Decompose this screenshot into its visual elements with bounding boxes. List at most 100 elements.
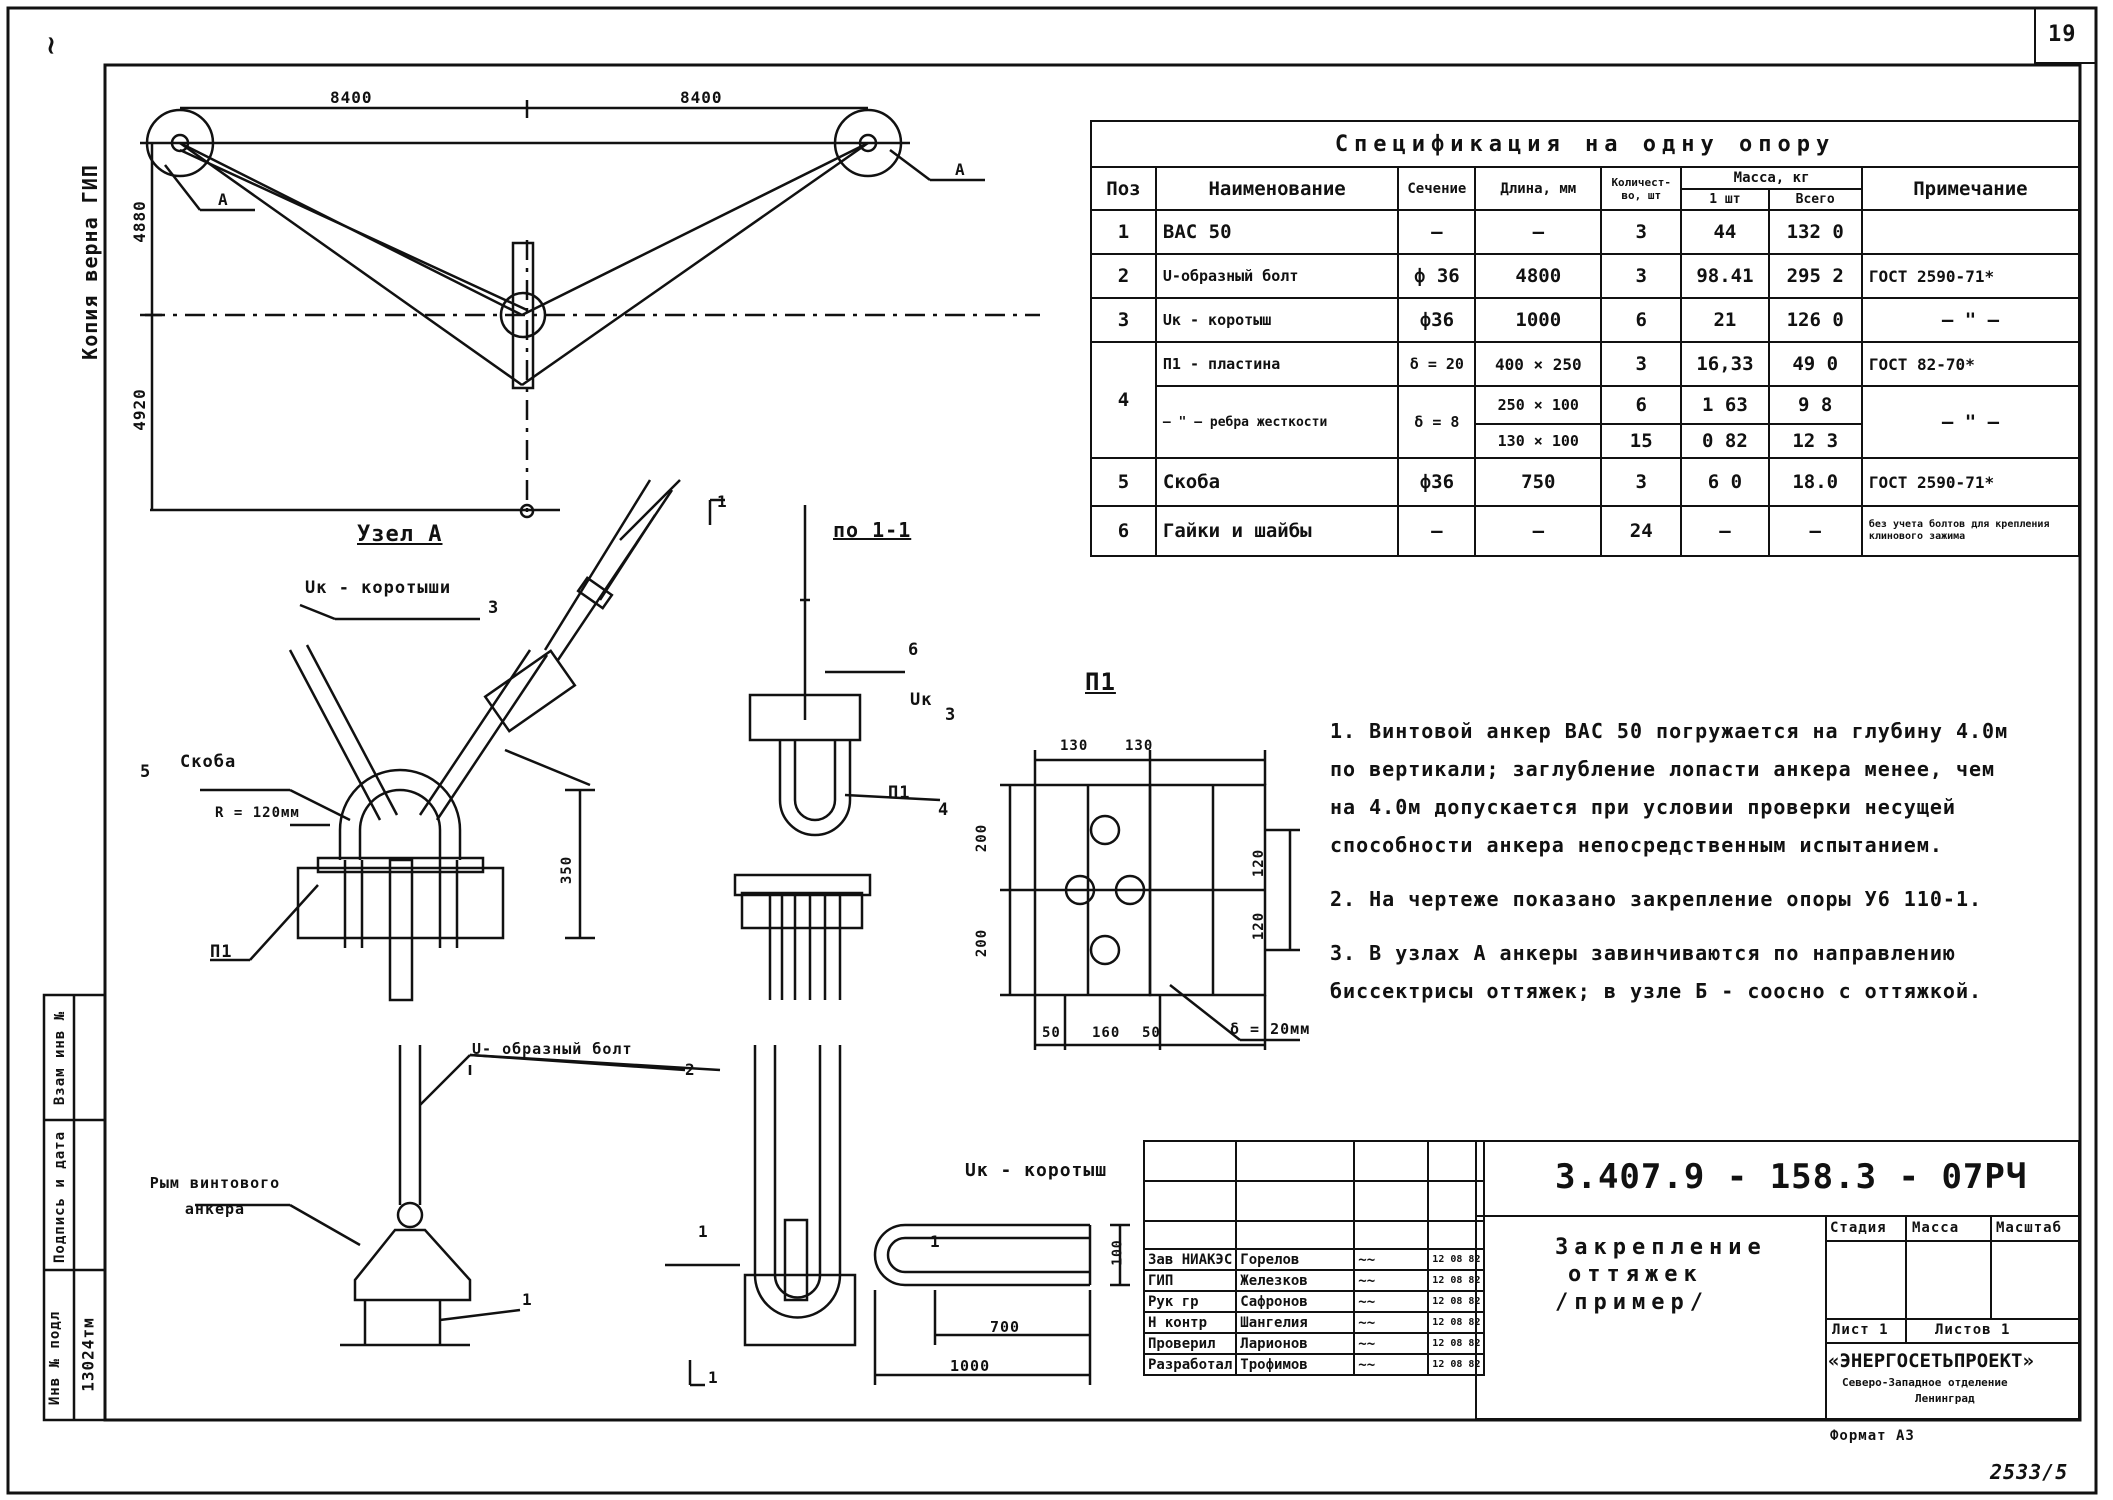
person-date: 12 08 82 [1427, 1332, 1486, 1355]
cell: 3 [1090, 297, 1157, 343]
node-a-pos5: 5 [140, 762, 152, 782]
person-role: Н контр [1142, 1311, 1238, 1334]
short-detail-dim-700: 700 [990, 1318, 1021, 1336]
sheets-label: Листов 1 [1935, 1322, 2011, 1338]
plate-dim-200b: 200 [974, 928, 991, 958]
section-plate: П1 [888, 783, 911, 803]
person-signature: ~~ [1353, 1311, 1430, 1334]
stamp-sign-date-label: Подпись и дата [52, 1130, 68, 1263]
cell: 5 [1090, 457, 1157, 507]
cell: 4800 [1474, 253, 1603, 299]
node-a-skoba: Скоба [180, 752, 237, 772]
dim-8400-left: 8400 [330, 88, 373, 107]
person-date: 12 08 82 [1427, 1311, 1486, 1334]
section-uk: Uк [910, 690, 933, 710]
node-a-radius: R = 120мм [215, 805, 300, 821]
plate-dim-130a: 130 [1060, 738, 1089, 754]
plate-dim-120a: 120 [1251, 848, 1268, 878]
spec-h-section: Сечение [1397, 166, 1477, 211]
cell: 49 0 [1767, 341, 1863, 387]
spec-h-mass: Масса, кг [1680, 166, 1863, 190]
note-item: 2. На чертеже показано закрепление опоры… [1330, 887, 1983, 911]
short-detail-title: Uк - коротыш [965, 1160, 1108, 1181]
plate-dim-130b: 130 [1125, 738, 1154, 754]
cell: 1 63 [1680, 385, 1770, 425]
title-block-divider [1475, 1215, 2080, 1217]
cell: 750 [1474, 457, 1603, 507]
cell: 18.0 [1767, 457, 1863, 507]
plate-title: П1 [1085, 668, 1116, 696]
person-role: Рук гр [1142, 1290, 1238, 1313]
node-a-short-label: Uк - коротыши [305, 578, 452, 598]
cell: ф36 [1397, 457, 1477, 507]
cell: 400 × 250 [1474, 341, 1603, 387]
table-row: 2 U-образный болт ф 36 4800 3 98.41 295 … [1090, 253, 2081, 299]
person-name: Ларионов [1235, 1332, 1356, 1355]
person-date: 12 08 82 [1427, 1269, 1486, 1292]
person-name: Трофимов [1235, 1353, 1356, 1376]
stamp-inv-podl-value: 13024тм [78, 1317, 98, 1392]
node-a-title: Узел А [357, 522, 443, 547]
cell: 12 3 [1767, 423, 1863, 459]
person-role: Зав НИАКЭС [1142, 1248, 1238, 1271]
eye-label: Рым винтового анкера [149, 1174, 281, 1218]
cell: — " — [1860, 297, 2081, 343]
cell: ГОСТ 2590-71* [1860, 457, 2081, 507]
ubolt-pos2: 2 [685, 1060, 696, 1079]
label-a-left: А [218, 190, 229, 209]
copy-verified-label: Копия верна ГИП [78, 164, 102, 360]
dim-4920: 4920 [129, 388, 149, 431]
spec-h-pos: Поз [1090, 166, 1157, 211]
cell: — [1397, 505, 1477, 557]
title-block-divider-v3 [1990, 1215, 1992, 1318]
cell: Uк - коротыш [1154, 297, 1400, 343]
cell: 6 0 [1680, 457, 1770, 507]
cell: 3 [1600, 209, 1683, 255]
table-row: — " — ребра жесткости δ = 8 250 × 100 6 … [1091, 385, 2081, 459]
ubolt-label: U- образный болт [472, 1040, 633, 1058]
cell: δ = 8 [1397, 385, 1477, 459]
cell: 130 × 100 [1474, 423, 1603, 459]
spec-title: Спецификация на одну опору [1090, 120, 2080, 168]
cell: — [1474, 209, 1603, 255]
node-a-plate: П1 [210, 942, 233, 962]
person-role: Проверил [1142, 1332, 1238, 1355]
cell: 3 [1600, 341, 1683, 387]
table-row: 4 П1 - пластина δ = 20 400 × 250 3 16,33… [1090, 341, 2081, 459]
cell: 16,33 [1680, 341, 1770, 387]
cell: 250 × 100 [1474, 385, 1603, 425]
person-signature: ~~ [1353, 1332, 1430, 1355]
doc-name-line2: оттяжек [1568, 1262, 1703, 1287]
cell: U-образный болт [1154, 253, 1400, 299]
section-cut-mark: 1 [717, 492, 728, 511]
cell: 132 0 [1767, 209, 1863, 255]
plate-dim-120b: 120 [1251, 911, 1268, 941]
doc-name-line1: Закрепление [1555, 1235, 1767, 1260]
title-block-divider-h3 [1825, 1318, 2080, 1320]
short-detail-dim-1000: 1000 [950, 1357, 991, 1375]
cell: 126 0 [1767, 297, 1863, 343]
plate-dim-200a: 200 [974, 823, 991, 853]
person-name: Горелов [1235, 1248, 1356, 1271]
person-name: Сафронов [1235, 1290, 1356, 1313]
cell: — [1474, 505, 1603, 557]
cell: 3 [1600, 457, 1683, 507]
cell: 1 [1090, 209, 1157, 255]
cell: 1000 [1474, 297, 1603, 343]
plate-dim-50b: 50 [1142, 1025, 1161, 1041]
cell: ф36 [1397, 297, 1477, 343]
table-row: 6 Гайки и шайбы — — 24 — — без учета бол… [1090, 505, 2081, 557]
section-pos3: 3 [945, 705, 957, 725]
cell: Гайки и шайбы [1154, 505, 1400, 557]
short-detail-dim-100: 100 [1110, 1239, 1126, 1266]
dim-8400-right: 8400 [680, 88, 723, 107]
cell: ГОСТ 82-70* [1860, 341, 2081, 387]
title-block-divider-h4 [1825, 1342, 2080, 1344]
node-a-pos3: 3 [488, 598, 500, 618]
general-notes: 1. Винтовой анкер ВАС 50 погружается на … [1330, 712, 2030, 1026]
cell: Скоба [1154, 457, 1400, 507]
cell: 21 [1680, 297, 1770, 343]
